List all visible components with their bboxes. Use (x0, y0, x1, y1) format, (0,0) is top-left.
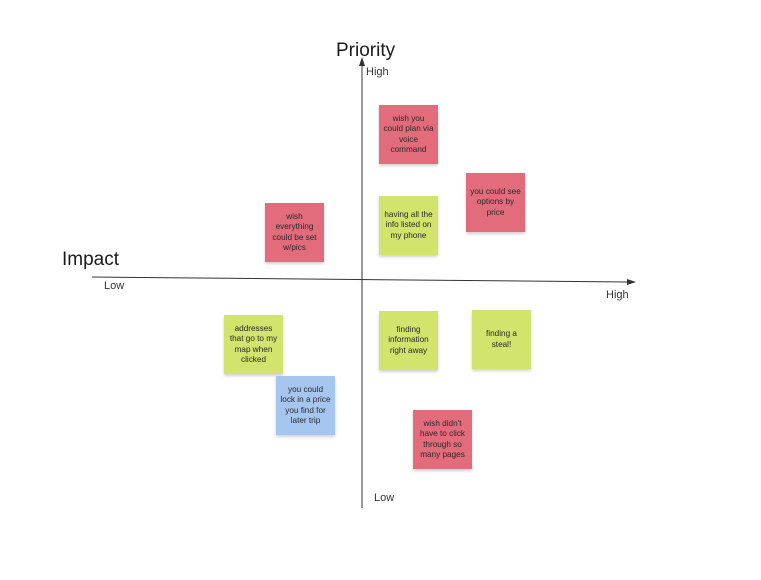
sticky-note-addresses-to-map[interactable]: addresses that go to my map when clicked (224, 315, 283, 374)
sticky-note-finding-info-right-away[interactable]: finding information right away (379, 311, 438, 370)
sticky-note-text: finding a steal! (486, 329, 517, 349)
sticky-note-lock-in-price[interactable]: you could lock in a price you find for l… (276, 376, 335, 435)
sticky-note-set-with-pics[interactable]: wish everything could be set w/pics (265, 203, 324, 262)
y-axis-high-label: High (366, 66, 389, 78)
y-axis-arrowhead (359, 57, 365, 66)
sticky-note-finding-a-steal[interactable]: finding a steal! (472, 310, 531, 369)
x-axis-title: Impact (62, 249, 120, 270)
sticky-note-text: addresses that go to my map when clicked (229, 323, 278, 365)
sticky-note-text: having all the info listed on my phone (384, 209, 433, 240)
sticky-note-text: wish you could plan via voice command (383, 113, 434, 155)
sticky-note-plan-via-voice[interactable]: wish you could plan via voice command (379, 105, 438, 164)
sticky-note-text: finding information right away (388, 324, 429, 355)
x-axis-low-label: Low (104, 280, 125, 292)
x-axis-line (91, 276, 629, 283)
x-axis-high-label: High (606, 289, 629, 301)
sticky-note-text: you could lock in a price you find for l… (280, 384, 331, 426)
sticky-note-text: wish didn't have to click through so man… (419, 418, 466, 460)
sticky-note-text: wish everything could be set w/pics (272, 211, 317, 253)
sticky-note-info-on-phone[interactable]: having all the info listed on my phone (379, 196, 438, 255)
sticky-note-text: you could see options by price (470, 186, 521, 217)
x-axis-arrowhead (627, 279, 636, 285)
y-axis-low-label: Low (374, 492, 395, 504)
y-axis-title: Priority (336, 40, 396, 61)
sticky-note-options-by-price[interactable]: you could see options by price (466, 173, 525, 232)
sticky-note-too-many-pages[interactable]: wish didn't have to click through so man… (413, 410, 472, 469)
